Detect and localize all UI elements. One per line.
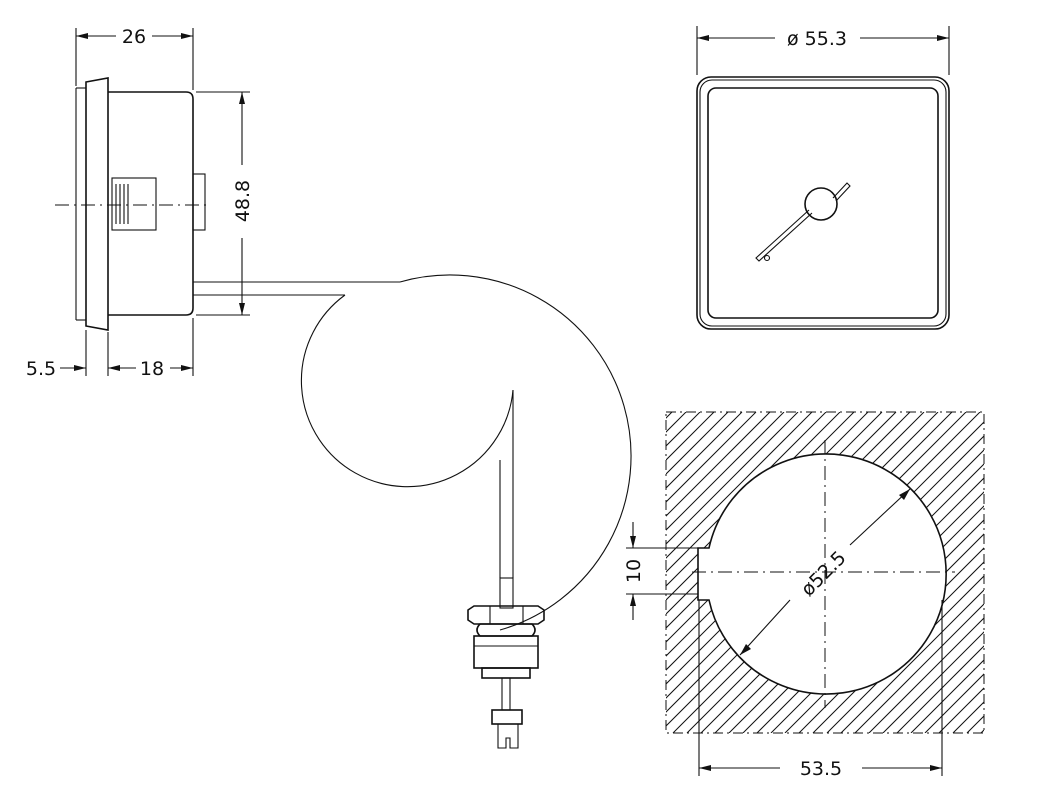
hatch-line [666,412,771,517]
hatch-line [924,673,984,733]
hatch-line [882,631,984,733]
hatch-line [666,412,827,573]
hatch-line [952,701,984,733]
dim-bezel-thickness: 5.5 [26,358,56,380]
hatch-line [666,412,813,559]
side-dimensions: 26 48.8 5.5 18 [26,26,254,380]
hatch-line [980,729,984,733]
hatch-line [896,645,984,733]
side-view [55,77,400,331]
dim-body-depth: 18 [140,358,164,380]
dim-cutout-width: 53.5 [800,758,842,780]
hatch-line [337,412,658,733]
capillary-coil [300,274,632,631]
hatch-line [840,589,984,733]
front-view [696,76,950,330]
cutout-dimensions: 10 53.5 [623,522,943,780]
hatch-line [868,617,984,733]
dim-side-depth: 26 [122,26,146,48]
hatch-line [666,412,743,489]
hatch-line [966,715,984,733]
front-dimensions: ø 55.3 [696,26,950,75]
hatch-line [666,412,757,503]
hatch-line [910,659,984,733]
clip-ribs [115,184,129,224]
gauge-needle-icon [755,182,851,262]
dim-front-diameter: ø 55.3 [787,28,847,50]
hatch-line [666,412,799,545]
sensor-fitting [467,577,545,749]
hatch-line [854,603,984,733]
dim-side-height: 48.8 [232,180,254,222]
hatch-line [666,412,701,447]
dim-key-width: 10 [623,559,645,583]
panel-cutout: ø52.5 [337,411,985,734]
hatch-line [938,687,984,733]
hatch-line [666,412,729,475]
hatch-line [666,412,785,531]
